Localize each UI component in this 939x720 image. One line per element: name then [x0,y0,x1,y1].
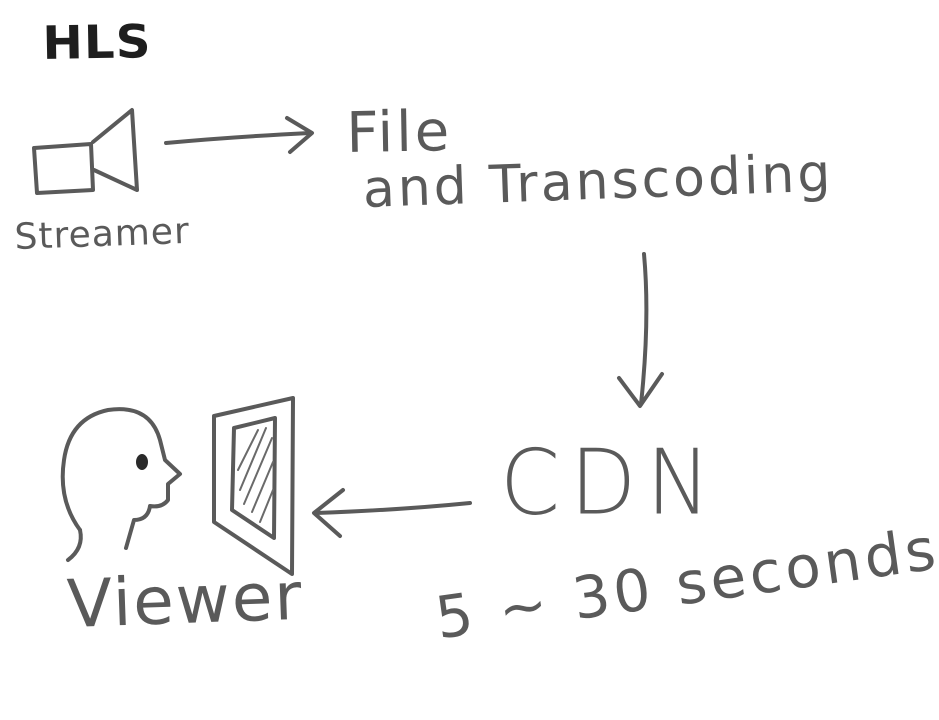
file-label: File [345,99,453,166]
viewer-label: Viewer [65,557,305,643]
screen-icon [212,396,295,576]
arrow-streamer-to-file [164,116,314,154]
transcoding-label: and Transcoding [361,143,835,220]
diagram-title: HLS [41,14,153,70]
arrow-transcoding-to-cdn [617,252,664,408]
streamer-label: Streamer [13,210,191,258]
cdn-label: CDN [500,430,721,536]
arrow-cdn-to-viewer [312,488,472,538]
viewer-head-icon [60,407,182,562]
camera-icon [32,108,139,195]
